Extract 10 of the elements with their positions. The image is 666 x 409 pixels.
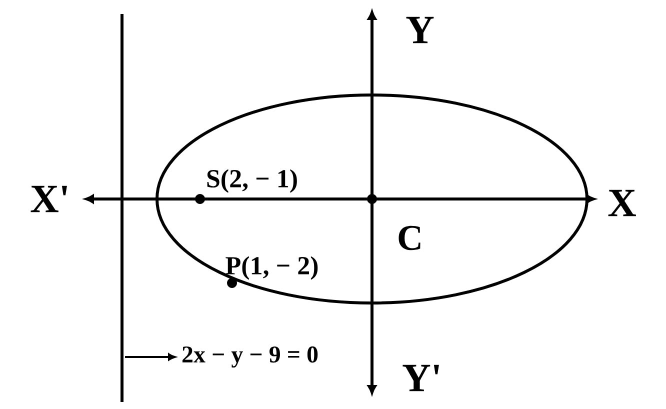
point-label: P(1, − 2) <box>226 256 318 280</box>
axis-label: Y <box>406 16 434 44</box>
equation-label: 2x − y − 9 = 0 <box>182 346 318 368</box>
axis-label: X' <box>30 186 67 212</box>
point-label: C <box>398 226 420 250</box>
point-label: S(2, − 1) <box>207 169 297 193</box>
arrow <box>125 353 176 361</box>
axis-label: X <box>608 190 636 216</box>
axis-label: Y' <box>402 364 439 392</box>
directrix-line <box>120 14 124 402</box>
